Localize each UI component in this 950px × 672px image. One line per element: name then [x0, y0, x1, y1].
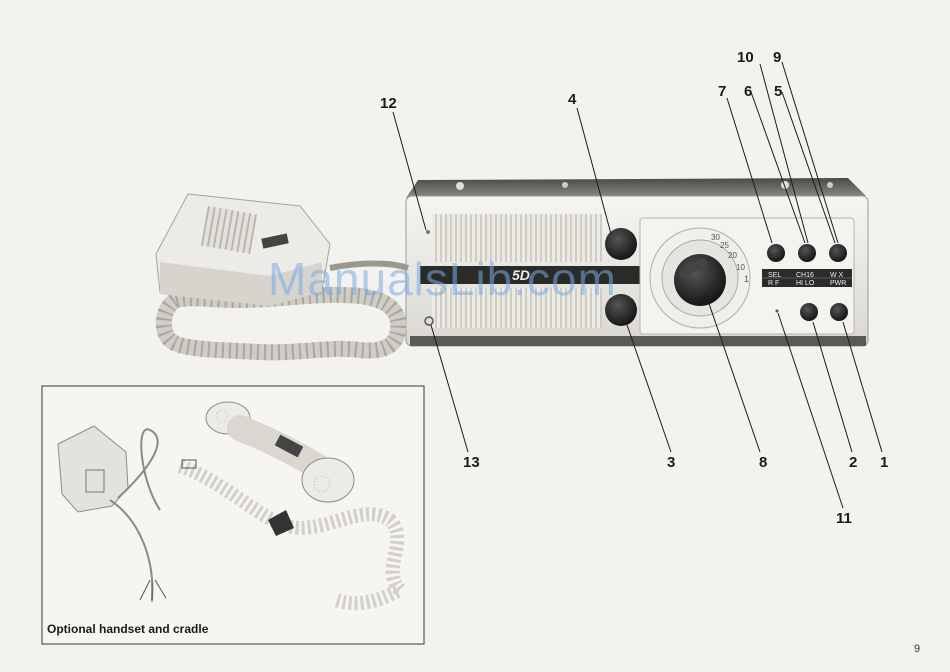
channel-selector-dial[interactable] — [650, 228, 750, 328]
callout-10: 10 — [737, 50, 754, 65]
label-pwr: PWR — [830, 280, 846, 287]
label-rf: R F — [768, 280, 779, 287]
label-hilo: HI LO — [796, 280, 815, 287]
callout-1: 1 — [880, 455, 888, 470]
rf-indicator — [776, 310, 779, 313]
label-sel: SEL — [768, 272, 781, 279]
callout-8: 8 — [759, 455, 767, 470]
sel-button[interactable] — [767, 244, 785, 262]
radio-top — [406, 178, 866, 198]
dial-digit: 25 — [720, 241, 729, 250]
callout-13: 13 — [463, 455, 480, 470]
power-button[interactable] — [830, 303, 848, 321]
ch16-button[interactable] — [798, 244, 816, 262]
dial-digit: 20 — [728, 251, 737, 260]
page-number: 9 — [914, 643, 920, 655]
watermark: ManualsLib.com — [268, 252, 617, 306]
callout-2: 2 — [849, 455, 857, 470]
callout-9: 9 — [773, 50, 781, 65]
dial-digit: 1 — [744, 274, 749, 284]
callout-6: 6 — [744, 84, 752, 99]
dial-digit: 30 — [711, 233, 720, 242]
label-wx: W X — [830, 272, 844, 279]
callout-4: 4 — [568, 92, 576, 107]
callout-12: 12 — [380, 96, 397, 111]
wx-button[interactable] — [829, 244, 847, 262]
callout-5: 5 — [774, 84, 782, 99]
callout-7: 7 — [718, 84, 726, 99]
label-ch16: CH16 — [796, 272, 814, 279]
inset-caption: Optional handset and cradle — [47, 622, 208, 636]
inset-box — [42, 386, 424, 644]
callout-11: 11 — [836, 511, 852, 526]
callout-3: 3 — [667, 455, 675, 470]
hilo-button[interactable] — [800, 303, 818, 321]
dial-digit: 10 — [736, 263, 745, 272]
